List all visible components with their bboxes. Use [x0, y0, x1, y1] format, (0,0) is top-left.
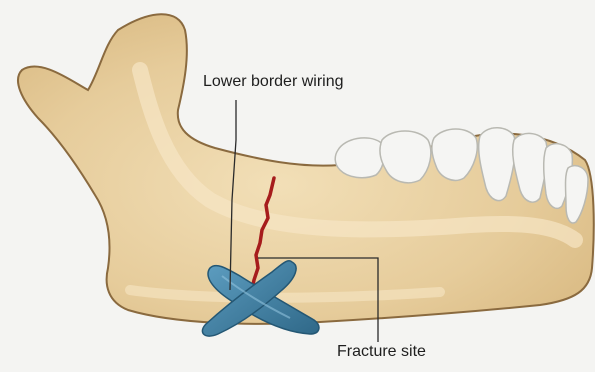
- label-fracture-site: Fracture site: [337, 343, 426, 361]
- label-lower-border-wiring: Lower border wiring: [203, 73, 344, 91]
- tooth-1: [335, 138, 384, 178]
